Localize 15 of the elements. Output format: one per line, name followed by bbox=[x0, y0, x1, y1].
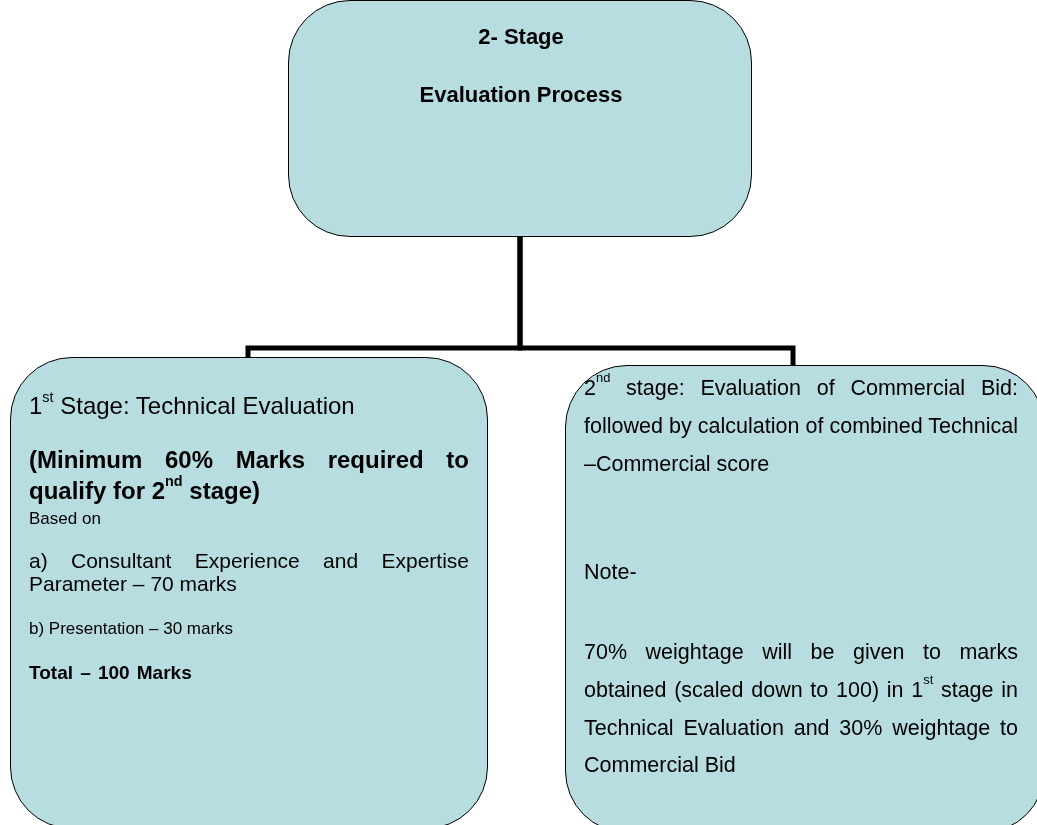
rounded-box bbox=[565, 365, 1037, 825]
stage-description: 2$^{nd}$ stage: Evaluation of Commercial Bid: followed by calculation of combined Technical –Commercial score bbox=[584, 370, 1018, 478]
body-text: Based on bbox=[29, 508, 102, 530]
rounded-box bbox=[10, 357, 488, 825]
connector-line bbox=[517, 237, 796, 365]
stage-title: 1$^{st}$ Stage: Technical Evaluation bbox=[29, 392, 356, 421]
requirement-text: (Minimum 60% Marks required to qualify for 2$^{nd}$ stage) bbox=[29, 445, 469, 507]
total-text: Total – 100 Marks bbox=[29, 661, 193, 685]
note-text: 70% weightage will be given to marks obtained (scaled down to 100) in 1$^{st}$ stage in Technical Evaluation and 30% weightage to Commercial Bid bbox=[584, 639, 1018, 780]
heading-text: Evaluation Process bbox=[418, 81, 624, 109]
criteria-text: a) Consultant Experience and Expertise Parameter – 70 marks bbox=[29, 550, 469, 596]
heading-text: 2- Stage bbox=[477, 23, 565, 51]
note-heading: Note- bbox=[584, 559, 638, 586]
rounded-box bbox=[288, 0, 752, 237]
criteria-text: b) Presentation – 30 marks bbox=[29, 618, 235, 640]
